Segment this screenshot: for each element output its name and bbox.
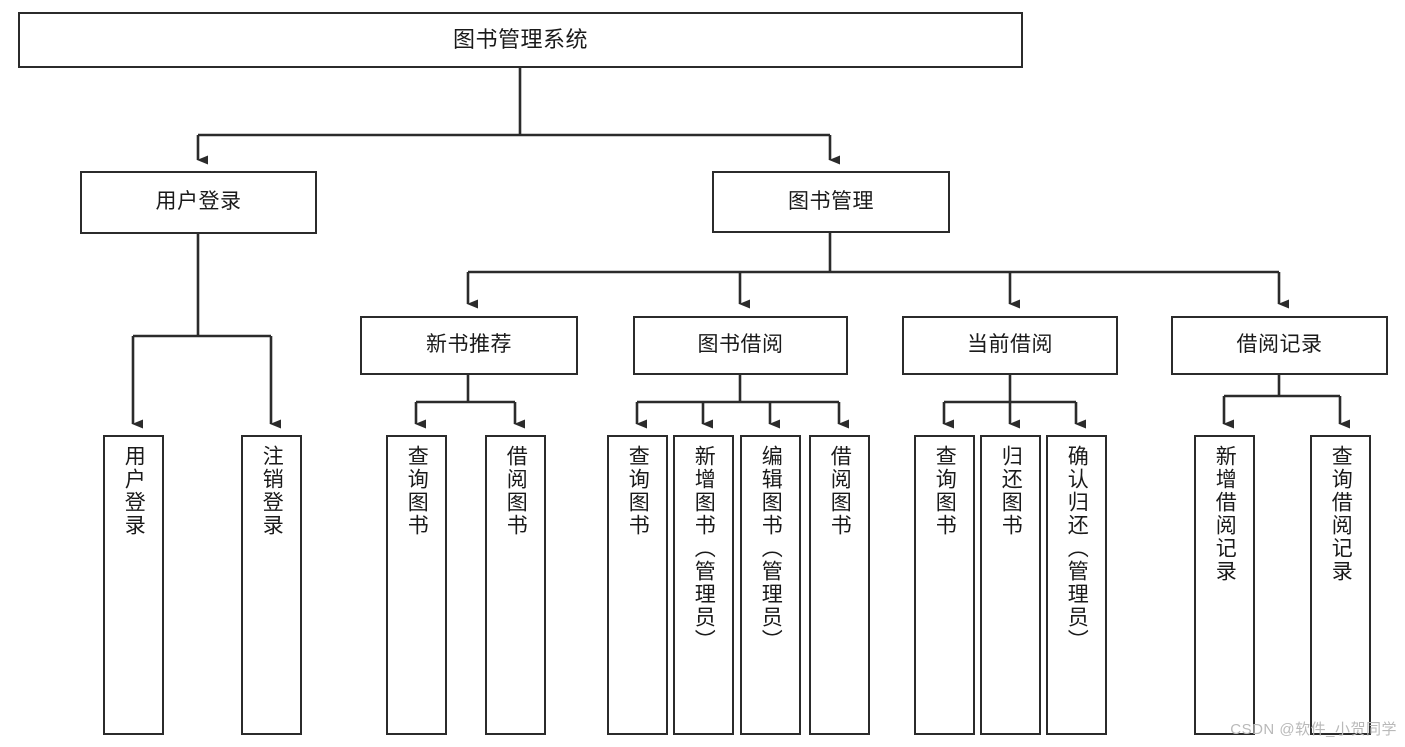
node-leaf-edit-book-admin[interactable]: 编辑图书（管理员） xyxy=(740,435,801,735)
node-leaf-add-borrow-record[interactable]: 新增借阅记录 xyxy=(1194,435,1255,735)
node-label: 图书管理系统 xyxy=(452,27,588,53)
node-label: 归还图书 xyxy=(999,445,1023,537)
node-leaf-query-book-current[interactable]: 查询图书 xyxy=(914,435,975,735)
node-borrow-record[interactable]: 借阅记录 xyxy=(1171,316,1388,375)
node-label: 用户登录 xyxy=(122,445,146,537)
node-user-login[interactable]: 用户登录 xyxy=(80,171,317,234)
node-label: 新书推荐 xyxy=(426,333,512,357)
node-new-book-recommend[interactable]: 新书推荐 xyxy=(360,316,578,375)
node-label: 编辑图书（管理员） xyxy=(759,445,783,652)
node-label: 查询图书 xyxy=(405,445,429,537)
watermark: CSDN @软件_小贺同学 xyxy=(1230,721,1397,738)
node-leaf-borrow-book-new[interactable]: 借阅图书 xyxy=(485,435,546,735)
node-leaf-add-book-admin[interactable]: 新增图书（管理员） xyxy=(673,435,734,735)
node-label: 当前借阅 xyxy=(967,333,1053,357)
node-label: 图书管理 xyxy=(788,189,874,213)
node-label: 确认归还（管理员） xyxy=(1065,445,1089,652)
node-label: 借阅记录 xyxy=(1236,333,1323,357)
node-label: 查询图书 xyxy=(626,445,650,537)
node-label: 新增图书（管理员） xyxy=(692,445,716,652)
node-leaf-query-book-borrow[interactable]: 查询图书 xyxy=(607,435,668,735)
node-leaf-logout-login[interactable]: 注销登录 xyxy=(241,435,302,735)
node-book-management[interactable]: 图书管理 xyxy=(712,171,950,233)
node-leaf-confirm-return-admin[interactable]: 确认归还（管理员） xyxy=(1046,435,1107,735)
node-label: 图书借阅 xyxy=(697,333,784,357)
node-leaf-return-book[interactable]: 归还图书 xyxy=(980,435,1041,735)
node-label: 借阅图书 xyxy=(504,445,528,537)
node-label: 查询借阅记录 xyxy=(1329,445,1353,583)
node-leaf-query-borrow-record[interactable]: 查询借阅记录 xyxy=(1310,435,1371,735)
node-leaf-query-book-new[interactable]: 查询图书 xyxy=(386,435,447,735)
node-book-management-system[interactable]: 图书管理系统 xyxy=(18,12,1023,68)
node-label: 用户登录 xyxy=(155,190,242,214)
node-label: 注销登录 xyxy=(260,445,284,537)
node-leaf-user-login[interactable]: 用户登录 xyxy=(103,435,164,735)
node-leaf-borrow-book[interactable]: 借阅图书 xyxy=(809,435,870,735)
node-label: 借阅图书 xyxy=(828,445,852,537)
node-current-borrow[interactable]: 当前借阅 xyxy=(902,316,1118,375)
node-label: 新增借阅记录 xyxy=(1213,445,1237,583)
node-label: 查询图书 xyxy=(933,445,957,537)
node-book-borrow[interactable]: 图书借阅 xyxy=(633,316,848,375)
